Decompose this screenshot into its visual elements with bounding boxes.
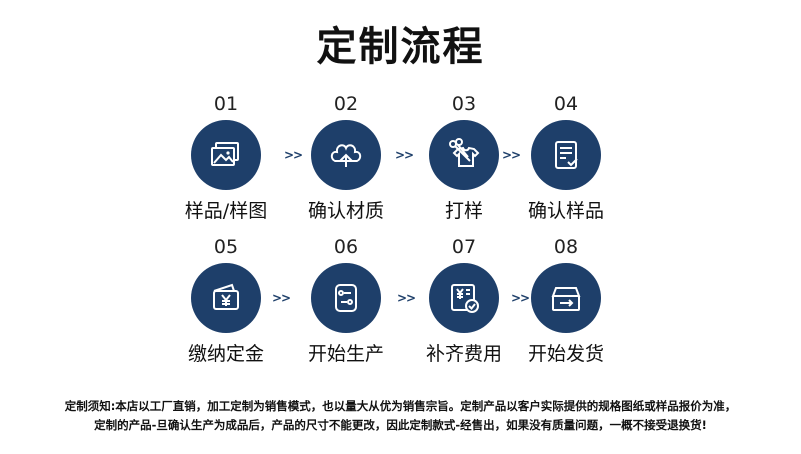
step-circle <box>429 120 499 190</box>
arrow: >> <box>397 291 416 305</box>
arrow: >> <box>502 148 521 162</box>
step-circle <box>531 120 601 190</box>
step-circle <box>191 120 261 190</box>
scissors-shirt-icon <box>449 138 480 167</box>
step-06: 06 开始生产 <box>291 235 401 366</box>
step-number: 04 <box>553 93 579 115</box>
step-number: 05 <box>213 236 239 258</box>
step-number: 03 <box>451 93 477 115</box>
step-number: 07 <box>451 236 477 258</box>
step-label: 缴纳定金 <box>187 343 264 365</box>
step-label: 样品/样图 <box>184 200 268 222</box>
step-03: 03 打样 <box>409 92 519 223</box>
step-circle <box>531 263 601 333</box>
step-01: 01 样品/样图 <box>171 92 281 223</box>
production-panel-icon <box>335 284 357 312</box>
notice-line-2: 定制的产品-旦确认生产为成品后，产品的尺寸不能更改，因此定制款式-经售出，如果没… <box>94 418 707 432</box>
page-title: 定制流程 <box>316 24 485 70</box>
step-circle <box>429 263 499 333</box>
customization-notice: 定制须知:本店以工厂直销，加工定制为销售模式，也以量大从优为销售宗旨。定制产品以… <box>0 397 801 435</box>
step-label: 确认材质 <box>307 200 384 222</box>
checklist-icon <box>555 141 578 169</box>
step-label: 开始发货 <box>527 343 604 365</box>
step-number: 06 <box>333 236 359 258</box>
cotton-flower-icon <box>330 144 362 167</box>
yen-bill-check-icon <box>451 284 479 313</box>
shipping-box-icon <box>551 287 581 311</box>
notice-line-1: 定制须知:本店以工厂直销，加工定制为销售模式，也以量大从优为销售宗旨。定制产品以… <box>64 399 737 413</box>
step-circle <box>311 120 381 190</box>
arrow: >> <box>511 291 530 305</box>
step-number: 08 <box>553 236 579 258</box>
step-number: 02 <box>333 93 359 115</box>
step-label: 补齐费用 <box>425 343 502 365</box>
wallet-yen-icon <box>213 283 239 310</box>
step-number: 01 <box>213 93 239 115</box>
step-label: 打样 <box>444 200 483 222</box>
step-label: 确认样品 <box>527 200 604 222</box>
arrow: >> <box>272 291 291 305</box>
step-08: 08 开始发货 <box>511 235 621 366</box>
arrow: >> <box>284 148 303 162</box>
image-icon <box>211 142 239 166</box>
step-07: 07 补齐费用 <box>409 235 519 366</box>
step-label: 开始生产 <box>307 343 384 365</box>
step-circle <box>191 263 261 333</box>
step-circle <box>311 263 381 333</box>
step-05: 05 缴纳定金 <box>171 235 281 366</box>
arrow: >> <box>395 148 414 162</box>
step-02: 02 确认材质 <box>291 92 401 223</box>
step-04: 04 确认样品 <box>511 92 621 223</box>
